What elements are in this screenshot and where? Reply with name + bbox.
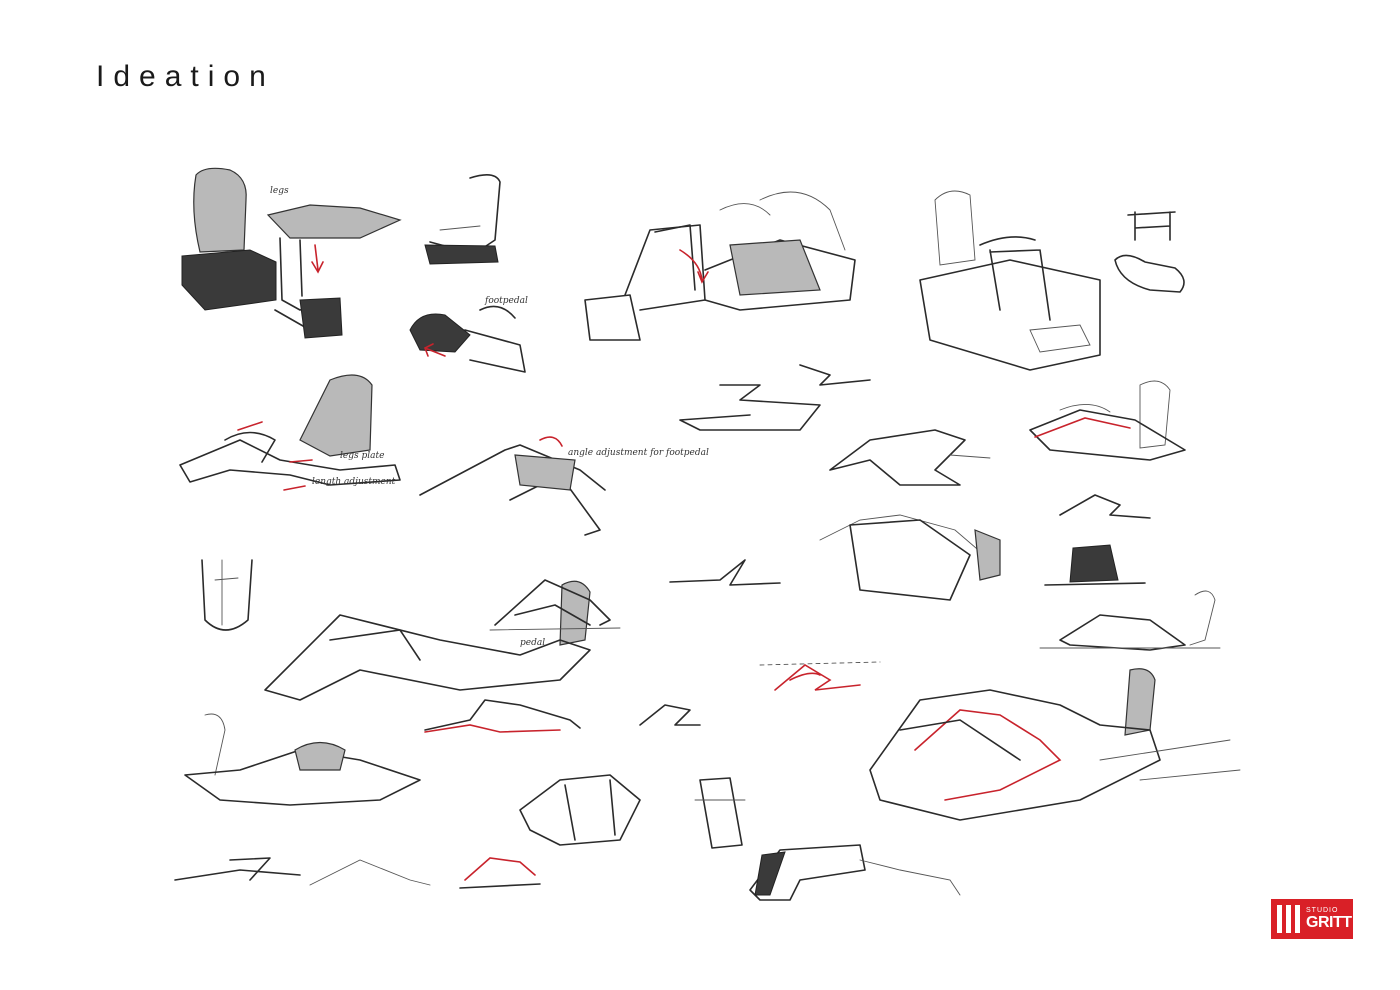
sketch-frame-box [584, 191, 856, 341]
note-footpedal: footpedal [484, 296, 528, 306]
sketch-pedal-frame: pedal [489, 579, 621, 648]
sketch-zigzag [679, 364, 991, 486]
sketch-small-shapes [1044, 494, 1151, 586]
sketch-right-frame [869, 590, 1241, 821]
sketch-lounge [201, 559, 591, 701]
logo-line2: GRITT [1306, 914, 1352, 931]
sketch-low-frames [424, 699, 701, 733]
sketch-seat-box: legs [181, 167, 402, 339]
note-legs-plate: legs plate [340, 451, 384, 461]
sketch-low-frame: legs plate length adjustment [179, 374, 401, 491]
note-pedal: pedal [520, 638, 545, 648]
note-legs: legs [270, 186, 289, 196]
logo-line1: STUDIO [1306, 907, 1339, 914]
page-title: Ideation [96, 60, 275, 93]
sketch-long-frame: angle adjustment for footpedal [419, 436, 709, 536]
sketch-seat-side [424, 174, 501, 265]
sketch-large-frame [669, 514, 1001, 601]
note-angle-adjustment: angle adjustment for footpedal [568, 448, 709, 458]
sketch-footpedal: footpedal [409, 296, 528, 373]
studio-gritt-logo: STUDIO GRITT [1271, 899, 1353, 939]
note-length-adjustment: length adjustment [312, 477, 396, 487]
sketch-seat-frame-red [1029, 380, 1186, 461]
logo-bars-icon [1271, 899, 1300, 939]
sketch-red-study [759, 661, 881, 691]
sketch-seat-wheel [919, 190, 1185, 371]
sketch-bottom-left [174, 713, 541, 889]
sketch-bottom-center [519, 774, 961, 901]
